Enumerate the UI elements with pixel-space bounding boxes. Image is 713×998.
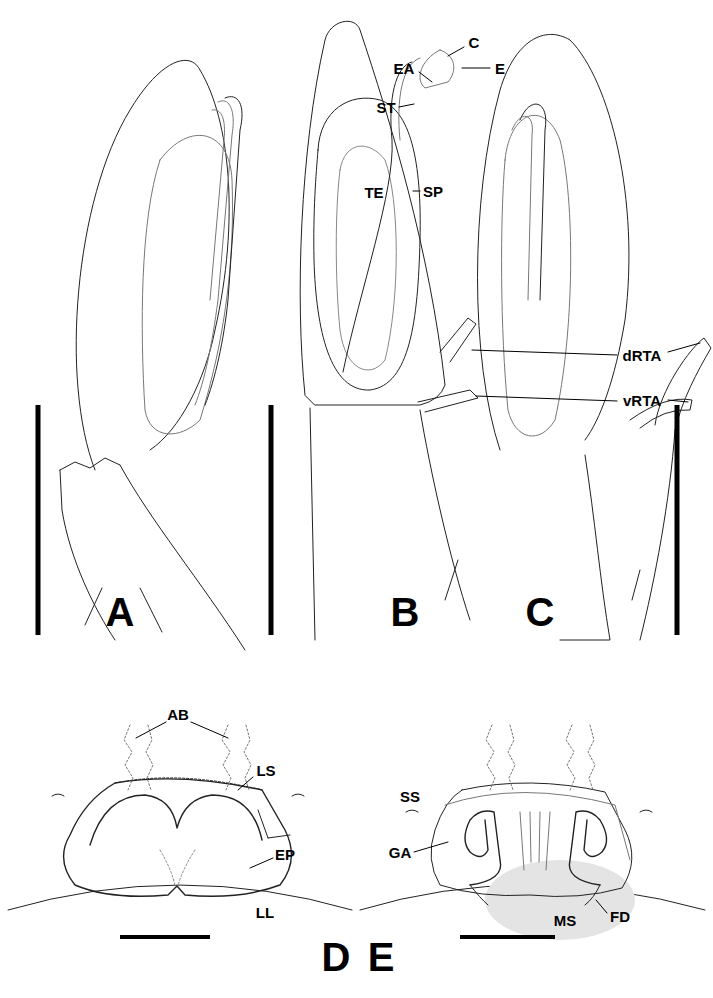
leader-line	[462, 68, 490, 69]
embolus	[210, 110, 225, 300]
part-label: MS	[554, 913, 577, 928]
patella-joint	[60, 458, 120, 470]
embolus	[343, 62, 412, 372]
part-label: FD	[610, 909, 630, 924]
median-canal	[520, 812, 550, 870]
tegulum-inner	[336, 146, 396, 370]
median-septum	[90, 795, 262, 845]
spermathecal-spot	[52, 794, 304, 796]
ventral-rta	[418, 390, 478, 412]
leader-line	[668, 343, 700, 352]
tibia-outline	[120, 465, 245, 650]
tibia-outline	[310, 408, 315, 640]
part-label: EP	[275, 847, 295, 862]
scale-bar	[460, 935, 555, 939]
scale-bar	[36, 405, 41, 635]
part-label: dRTA	[623, 348, 662, 363]
leader-line	[668, 400, 688, 402]
dorsal-rta	[655, 338, 711, 430]
cymbium-outline	[300, 21, 445, 405]
panel-letter: B	[391, 592, 420, 632]
epigyne-plate	[64, 779, 292, 896]
leader-line	[476, 396, 617, 401]
leader-line	[596, 900, 607, 913]
copulatory-duct	[465, 811, 501, 885]
leader-line	[419, 72, 432, 82]
cymbium-outline	[76, 60, 229, 470]
spermathecal-spot	[406, 810, 652, 812]
part-label: SS	[400, 789, 420, 804]
part-label: C	[469, 35, 480, 50]
embolus	[520, 104, 546, 300]
tegulum-outline	[314, 98, 420, 390]
bulb-outline	[502, 115, 571, 436]
seta	[632, 570, 640, 600]
vulva-outline	[431, 783, 632, 897]
vulva-outline	[445, 793, 630, 861]
part-label: LS	[256, 763, 275, 778]
tibia-outline	[640, 430, 675, 640]
seta	[445, 560, 458, 600]
leader-line	[191, 722, 228, 738]
lateral-lobe-fold	[160, 850, 195, 886]
part-label: SP	[423, 184, 443, 199]
atrium-border	[115, 778, 262, 790]
dorsal-rta	[440, 318, 476, 362]
seta	[85, 588, 102, 625]
leader-line	[413, 191, 420, 192]
leader-line	[136, 722, 166, 738]
leader-line	[472, 350, 617, 355]
part-label: LL	[256, 905, 274, 920]
epigastric-line	[258, 810, 290, 838]
cymbium-outline	[478, 34, 629, 450]
fertilization-duct	[470, 885, 600, 905]
panel-letter: C	[526, 592, 555, 632]
part-label: vRTA	[623, 393, 661, 408]
part-label: GA	[389, 845, 412, 860]
median-septum-shading	[485, 860, 635, 940]
panel-letter: E	[368, 937, 395, 977]
leader-line	[414, 842, 448, 852]
scale-bar	[269, 405, 274, 635]
panel-letter: D	[322, 937, 351, 977]
part-label: ST	[376, 100, 395, 115]
copulatory-duct	[569, 811, 606, 885]
part-label: E	[495, 61, 505, 76]
seta	[140, 588, 162, 632]
atrial-bordure	[486, 725, 595, 790]
embolus	[205, 97, 242, 405]
scale-bar	[675, 405, 680, 635]
tibia-outline	[420, 410, 470, 620]
embolus	[512, 116, 532, 300]
panel-letter: A	[106, 592, 135, 632]
part-label: AB	[167, 707, 189, 722]
leader-line	[250, 858, 273, 868]
part-label: TE	[364, 185, 383, 200]
tibia-outline	[560, 455, 610, 640]
leader-line	[399, 104, 414, 107]
leader-line	[448, 47, 464, 56]
leader-line	[238, 777, 253, 790]
part-label: EA	[394, 61, 415, 76]
embolus	[195, 101, 233, 405]
scale-bar	[120, 935, 210, 939]
